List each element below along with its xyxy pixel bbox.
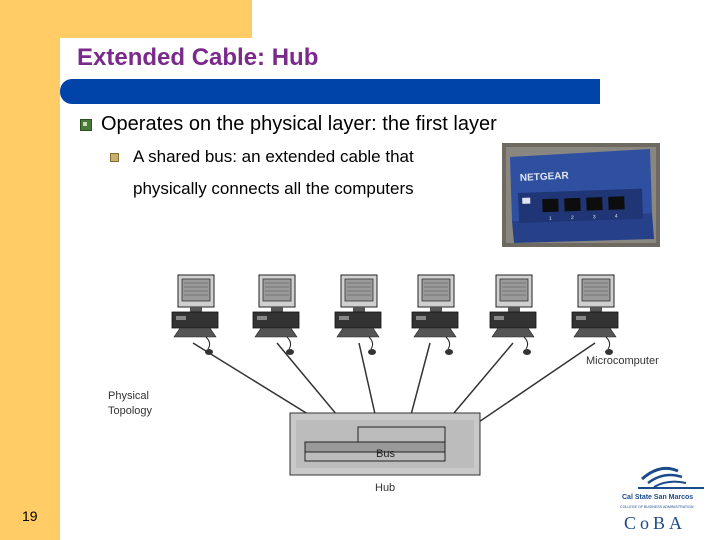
logo-coba: CoBA: [624, 513, 686, 533]
title-underline-bar: [60, 79, 600, 104]
hub-port-label-4: 4: [615, 214, 618, 220]
diagram-label-bus: Bus: [376, 448, 395, 460]
csusm-coba-logo: Cal State San Marcos COLLEGE OF BUSINESS…: [620, 466, 704, 533]
diagram-label-hub: Hub: [375, 482, 395, 494]
computer-icon: [334, 274, 382, 356]
bullet-text-level-1: Operates on the physical layer: the firs…: [101, 113, 497, 135]
diagram-label-microcomputer: Microcomputer: [586, 355, 659, 367]
diagram-label-physical: Physical: [108, 390, 149, 402]
bullet-text-level-2-line-2: physically connects all the computers: [133, 179, 414, 198]
hub-port-label-1: 1: [549, 216, 552, 222]
hub-brand-label: NETGEAR: [520, 170, 570, 184]
computer-icon: [252, 274, 300, 356]
page-number: 19: [22, 508, 38, 524]
computer-icon: [411, 274, 459, 356]
computer-icon: [171, 274, 219, 356]
slide-bullet-icon: [80, 119, 92, 131]
slide-title: Extended Cable: Hub: [77, 44, 319, 71]
title-background: [60, 38, 600, 82]
top-accent-block: [0, 0, 252, 38]
logo-college-name: COLLEGE OF BUSINESS ADMINISTRATION: [620, 505, 694, 509]
left-accent-bar: [0, 0, 60, 540]
hub-port-label-2: 2: [571, 215, 574, 221]
logo-university-name: Cal State San Marcos: [622, 494, 693, 501]
bus-topology-diagram: Physical Topology Microcomputer Bus Hub: [108, 274, 659, 494]
diagram-label-topology: Topology: [108, 405, 153, 417]
hub-photo: NETGEAR 1 2 3 4: [502, 143, 660, 247]
sub-bullet-icon: [110, 153, 119, 162]
bullet-text-level-2-line-1: A shared bus: an extended cable that: [133, 147, 414, 166]
hub-port-label-3: 3: [593, 214, 596, 220]
